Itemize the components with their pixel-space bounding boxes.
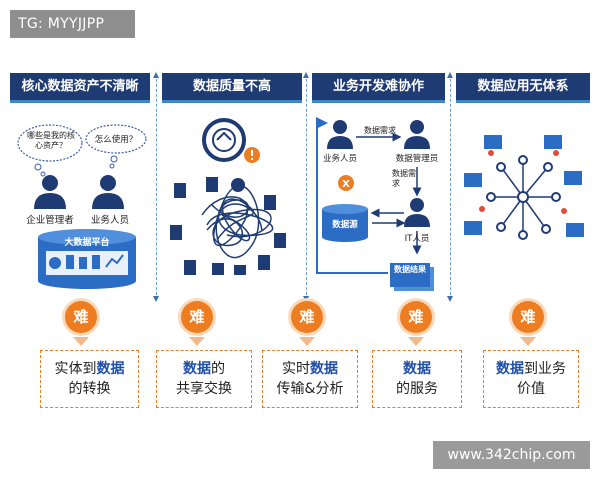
difficulty-badge: 难 xyxy=(291,301,323,333)
result-highlight: 数据 xyxy=(310,361,338,377)
result-text: 实体到 xyxy=(54,361,97,377)
column-separator xyxy=(153,72,159,302)
difficulty-badge: 难 xyxy=(65,301,97,333)
down-arrow xyxy=(520,337,536,346)
column-separator xyxy=(447,72,453,302)
result-text: 的服务 xyxy=(396,381,438,397)
result-box-5: 数据到业务 价值 xyxy=(483,350,579,408)
result-highlight: 数据 xyxy=(183,361,211,377)
header-underline xyxy=(10,100,150,103)
difficulty-badge: 难 xyxy=(512,301,544,333)
result-text: 共享交换 xyxy=(176,381,232,397)
tangled-data-icon xyxy=(201,185,274,259)
blocked-mark: X xyxy=(342,179,350,190)
down-arrow xyxy=(408,337,424,346)
down-arrow xyxy=(73,337,89,346)
broken-link-icon xyxy=(479,150,567,214)
column-separator xyxy=(303,72,309,302)
thought-bubble-left: 哪些是我的核心资产？ xyxy=(17,124,83,177)
watermark-bottom: www.342chip.com xyxy=(433,441,590,469)
computer-icon xyxy=(464,135,584,237)
document-icon xyxy=(170,177,286,275)
result-box-3: 实时数据 传输&分析 xyxy=(262,350,358,408)
header-underline xyxy=(312,100,445,103)
bubble-text-usage: 怎么使用？ xyxy=(95,134,138,145)
result-text: 到业务 xyxy=(524,361,566,377)
network-nodes xyxy=(486,155,561,240)
header-underline xyxy=(456,100,590,103)
big-data-platform-icon xyxy=(38,229,136,289)
header-underline xyxy=(162,100,302,103)
label-data-manager: 数据管理员 xyxy=(396,153,439,164)
result-highlight: 数据 xyxy=(96,361,125,377)
difficulty-badge: 难 xyxy=(400,301,432,333)
label-demand-vertical: 数据需求 xyxy=(392,169,416,188)
return-flow-arrow xyxy=(316,117,388,274)
result-text: 传输&分析 xyxy=(276,381,344,397)
application-network-diagram xyxy=(464,135,584,240)
label-data-result: 数据结果 xyxy=(394,265,426,274)
result-highlight: 数据 xyxy=(403,361,431,377)
label-business-staff: 业务人员 xyxy=(323,153,357,164)
watermark-top: TG: MYYJJPP xyxy=(10,10,135,38)
label-demand: 数据需求 xyxy=(364,125,396,135)
warning-icon xyxy=(244,147,260,163)
thought-bubble-right: 怎么使用？ xyxy=(85,124,147,169)
down-arrow xyxy=(299,337,315,346)
result-text: 的 xyxy=(211,361,225,377)
label-platform: 大数据平台 xyxy=(64,236,109,248)
column-header-1: 核心数据资产不清晰 xyxy=(10,73,150,100)
column-header-3: 业务开发难协作 xyxy=(312,73,445,100)
down-arrow xyxy=(189,337,205,346)
result-text: 实时 xyxy=(282,361,310,377)
column-header-2: 数据质量不高 xyxy=(162,73,302,100)
person-icon xyxy=(327,120,353,149)
label-data-source: 数据源 xyxy=(332,219,358,230)
person-icon xyxy=(404,198,430,227)
bubble-text-assets: 哪些是我的核心资产？ xyxy=(27,131,75,150)
person-icon xyxy=(34,175,66,209)
label-it-staff: IT人员 xyxy=(405,234,430,244)
label-enterprise-manager: 企业管理者 xyxy=(26,214,74,226)
person-icon xyxy=(404,120,430,149)
refresh-gear-icon xyxy=(202,118,246,162)
result-box-4: 数据 的服务 xyxy=(372,350,462,408)
difficulty-badge: 难 xyxy=(181,301,213,333)
result-highlight: 数据 xyxy=(496,361,524,377)
collaboration-flow-diagram: X 数据需求 业务人员 数据管理员 数据需求 数据源 IT人员 数据结果 xyxy=(316,117,439,291)
result-stack-icon xyxy=(390,263,434,291)
result-text: 价值 xyxy=(517,381,545,397)
data-quality-illustration xyxy=(170,118,286,275)
core-assets-illustration: 哪些是我的核心资产？ 怎么使用？ 企业管理者 业务人员 大数据平台 xyxy=(17,124,147,289)
person-icon xyxy=(92,175,124,209)
label-business-staff: 业务人员 xyxy=(91,214,129,226)
column-header-4: 数据应用无体系 xyxy=(456,73,590,100)
result-box-1: 实体到数据 的转换 xyxy=(40,350,139,408)
result-text: 的转换 xyxy=(68,381,111,397)
database-icon xyxy=(322,204,368,242)
blocked-icon xyxy=(338,175,354,191)
result-box-2: 数据的 共享交换 xyxy=(156,350,252,408)
